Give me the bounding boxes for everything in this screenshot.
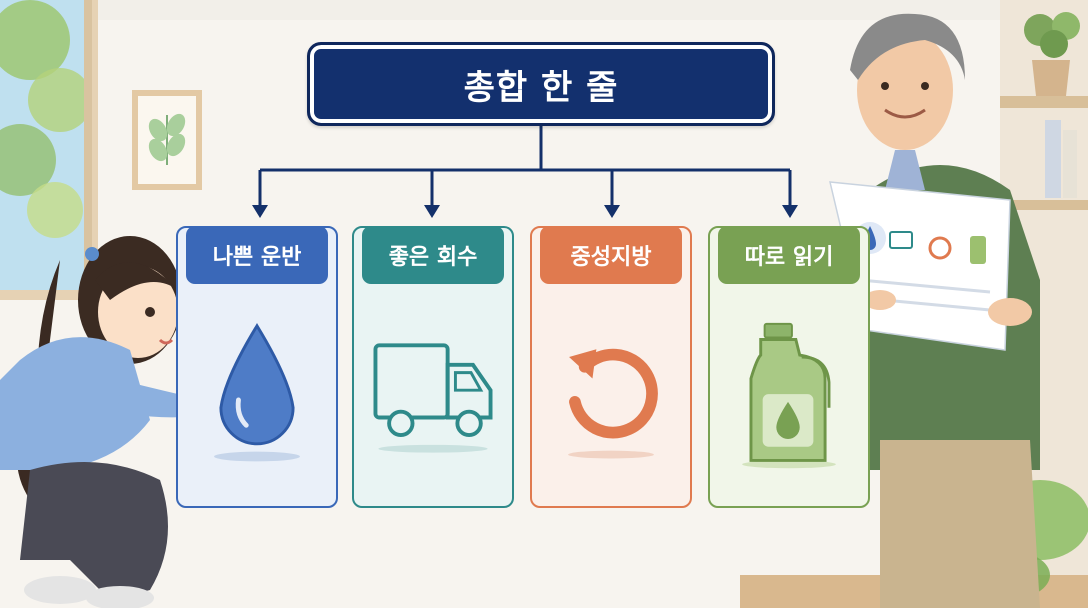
arrow-head [424, 205, 440, 218]
card-read-separately: 따로 읽기 [708, 226, 870, 508]
arrow-head [252, 205, 268, 218]
card-label: 나쁜 운반 [186, 226, 328, 284]
card-label: 따로 읽기 [718, 226, 860, 284]
water-drop-icon [214, 323, 300, 462]
card-triglyceride: 중성지방 [530, 226, 692, 508]
window [0, 0, 98, 300]
card-good-recovery: 좋은 회수 [352, 226, 514, 508]
arrow-head [604, 205, 620, 218]
card-bad-transport: 나쁜 운반 [176, 226, 338, 508]
woman-pointing [0, 236, 212, 608]
bottle-icon [742, 322, 836, 469]
framed-leaf-picture [132, 90, 202, 190]
card-label: 중성지방 [540, 226, 682, 284]
card-label: 좋은 회수 [362, 226, 504, 284]
circular-arrow-icon [568, 348, 658, 459]
title-banner: 총합 한 줄 [307, 42, 775, 126]
title-text: 총합 한 줄 [463, 67, 619, 108]
arrow-head [782, 205, 798, 218]
truck-icon [373, 343, 493, 453]
